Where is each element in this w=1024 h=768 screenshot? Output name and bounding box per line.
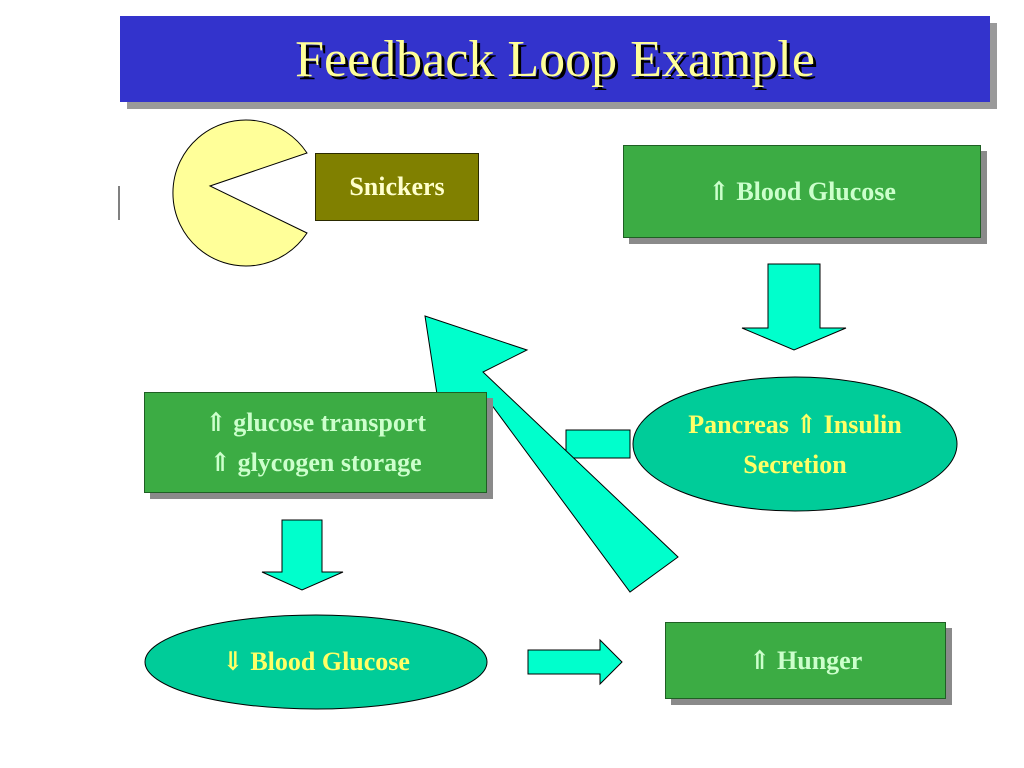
glycogen-storage-label: ⇑ glycogen storage [209,447,422,477]
snickers-label: Snickers [349,172,445,201]
big-diagonal-arrow-icon [424,315,679,593]
blood-glucose-up-box: ⇑ Blood Glucose [623,145,981,238]
blood-glucose-down-text: ⇓ Blood Glucose [145,644,487,680]
pancreas-ellipse [632,376,958,512]
snickers-box: Snickers [315,153,479,221]
slide-title: Feedback Loop Example [295,30,815,88]
hunger-box: ⇑ Hunger [665,622,946,699]
arrow-down-left-icon [261,519,344,591]
glucose-transport-label: ⇑ glucose transport [204,407,427,437]
title-bar: Feedback Loop Example [120,16,990,102]
arrow-right-icon [527,638,623,686]
blood-glucose-down-label: ⇓ Blood Glucose [222,647,410,676]
pancreas-label: Pancreas ⇑ Insulin [688,410,902,439]
pacman-icon [172,119,308,267]
arrow-left-icon [565,429,631,459]
hunger-label: ⇑ Hunger [748,645,863,675]
glucose-transport-box: ⇑ glucose transport ⇑ glycogen storage [144,392,487,493]
blood-glucose-down-ellipse [144,614,488,710]
pancreas-text: Pancreas ⇑ Insulin Secretion [633,405,957,485]
blood-glucose-up-label: ⇑ Blood Glucose [708,176,896,206]
arrow-down-right-icon [741,263,847,351]
secretion-label: Secretion [743,450,847,479]
